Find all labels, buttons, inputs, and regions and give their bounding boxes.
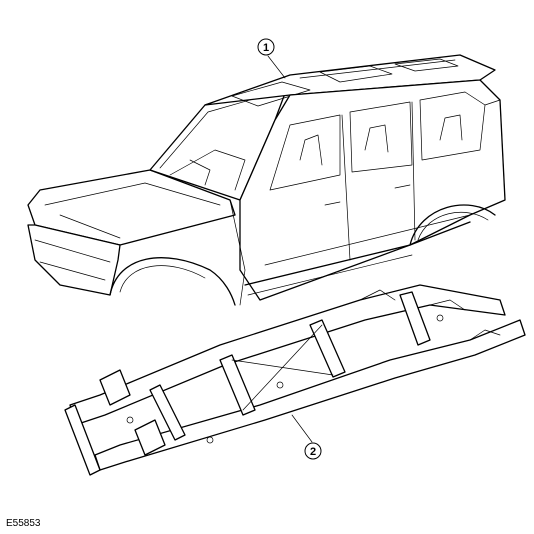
- chassis-frame-icon: [64, 284, 526, 476]
- body-shell-icon: [27, 54, 506, 306]
- callout-chassis-frame: 2: [291, 414, 322, 460]
- callout-label-2: 2: [310, 446, 316, 458]
- callout-body-shell: 1: [257, 38, 286, 79]
- figure-code: E55853: [6, 518, 41, 529]
- callout-label-1: 1: [263, 42, 269, 54]
